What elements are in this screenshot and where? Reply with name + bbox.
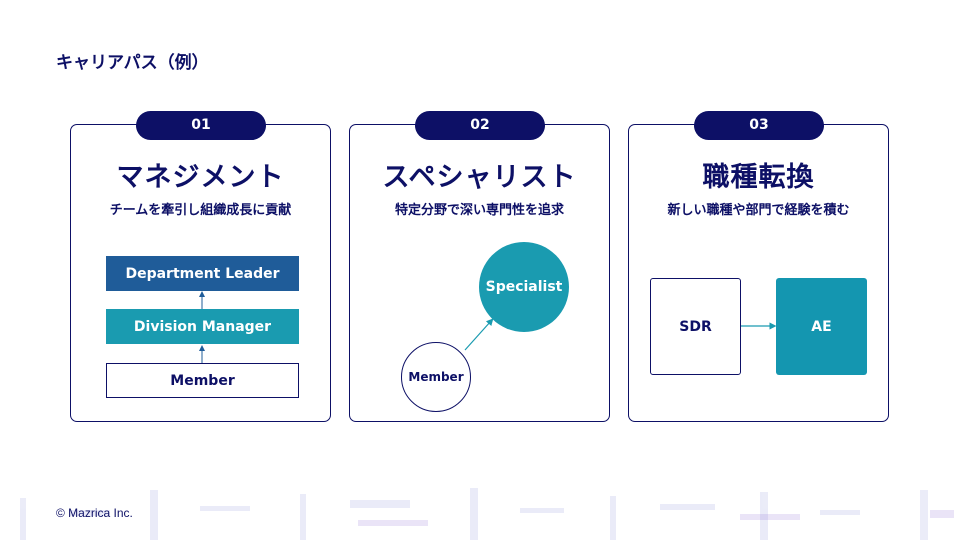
card-management: 01 マネジメント チームを牽引し組織成長に貢献 Department Lead… bbox=[70, 111, 331, 422]
specialist-circle: Specialist bbox=[479, 242, 569, 332]
card-specialist: 02 スペシャリスト 特定分野で深い専門性を追求 Member Speciali… bbox=[349, 111, 610, 422]
card-job-change: 03 職種転換 新しい職種や部門で経験を積む SDR AE bbox=[628, 111, 889, 422]
growth-arrow bbox=[464, 318, 494, 351]
card-subtitle: 新しい職種や部門で経験を積む bbox=[667, 203, 850, 218]
department-leader-box: Department Leader bbox=[106, 256, 299, 291]
card-subtitle: 特定分野で深い専門性を追求 bbox=[394, 203, 564, 218]
division-manager-box: Division Manager bbox=[106, 309, 299, 344]
card-subtitle: チームを牽引し組織成長に貢献 bbox=[109, 203, 292, 218]
member-box: Member bbox=[106, 363, 299, 398]
arrow-member-to-specialist bbox=[464, 318, 494, 351]
card-heading: マネジメント bbox=[116, 162, 285, 193]
background-decoration bbox=[20, 488, 954, 540]
card-number-badge: 03 bbox=[694, 111, 824, 140]
hierarchy-arrows bbox=[199, 291, 205, 363]
page-title: キャリアパス（例） bbox=[56, 53, 209, 73]
sdr-box: SDR bbox=[650, 278, 741, 375]
member-circle: Member bbox=[401, 342, 471, 412]
card-number-badge: 01 bbox=[136, 111, 266, 140]
card-heading: スペシャリスト bbox=[382, 162, 577, 193]
ae-box: AE bbox=[776, 278, 867, 375]
copyright-text: © Mazrica Inc. bbox=[56, 506, 133, 520]
card-number-badge: 02 bbox=[415, 111, 545, 140]
transition-arrow bbox=[741, 322, 777, 330]
card-heading: 職種転換 bbox=[702, 162, 815, 193]
